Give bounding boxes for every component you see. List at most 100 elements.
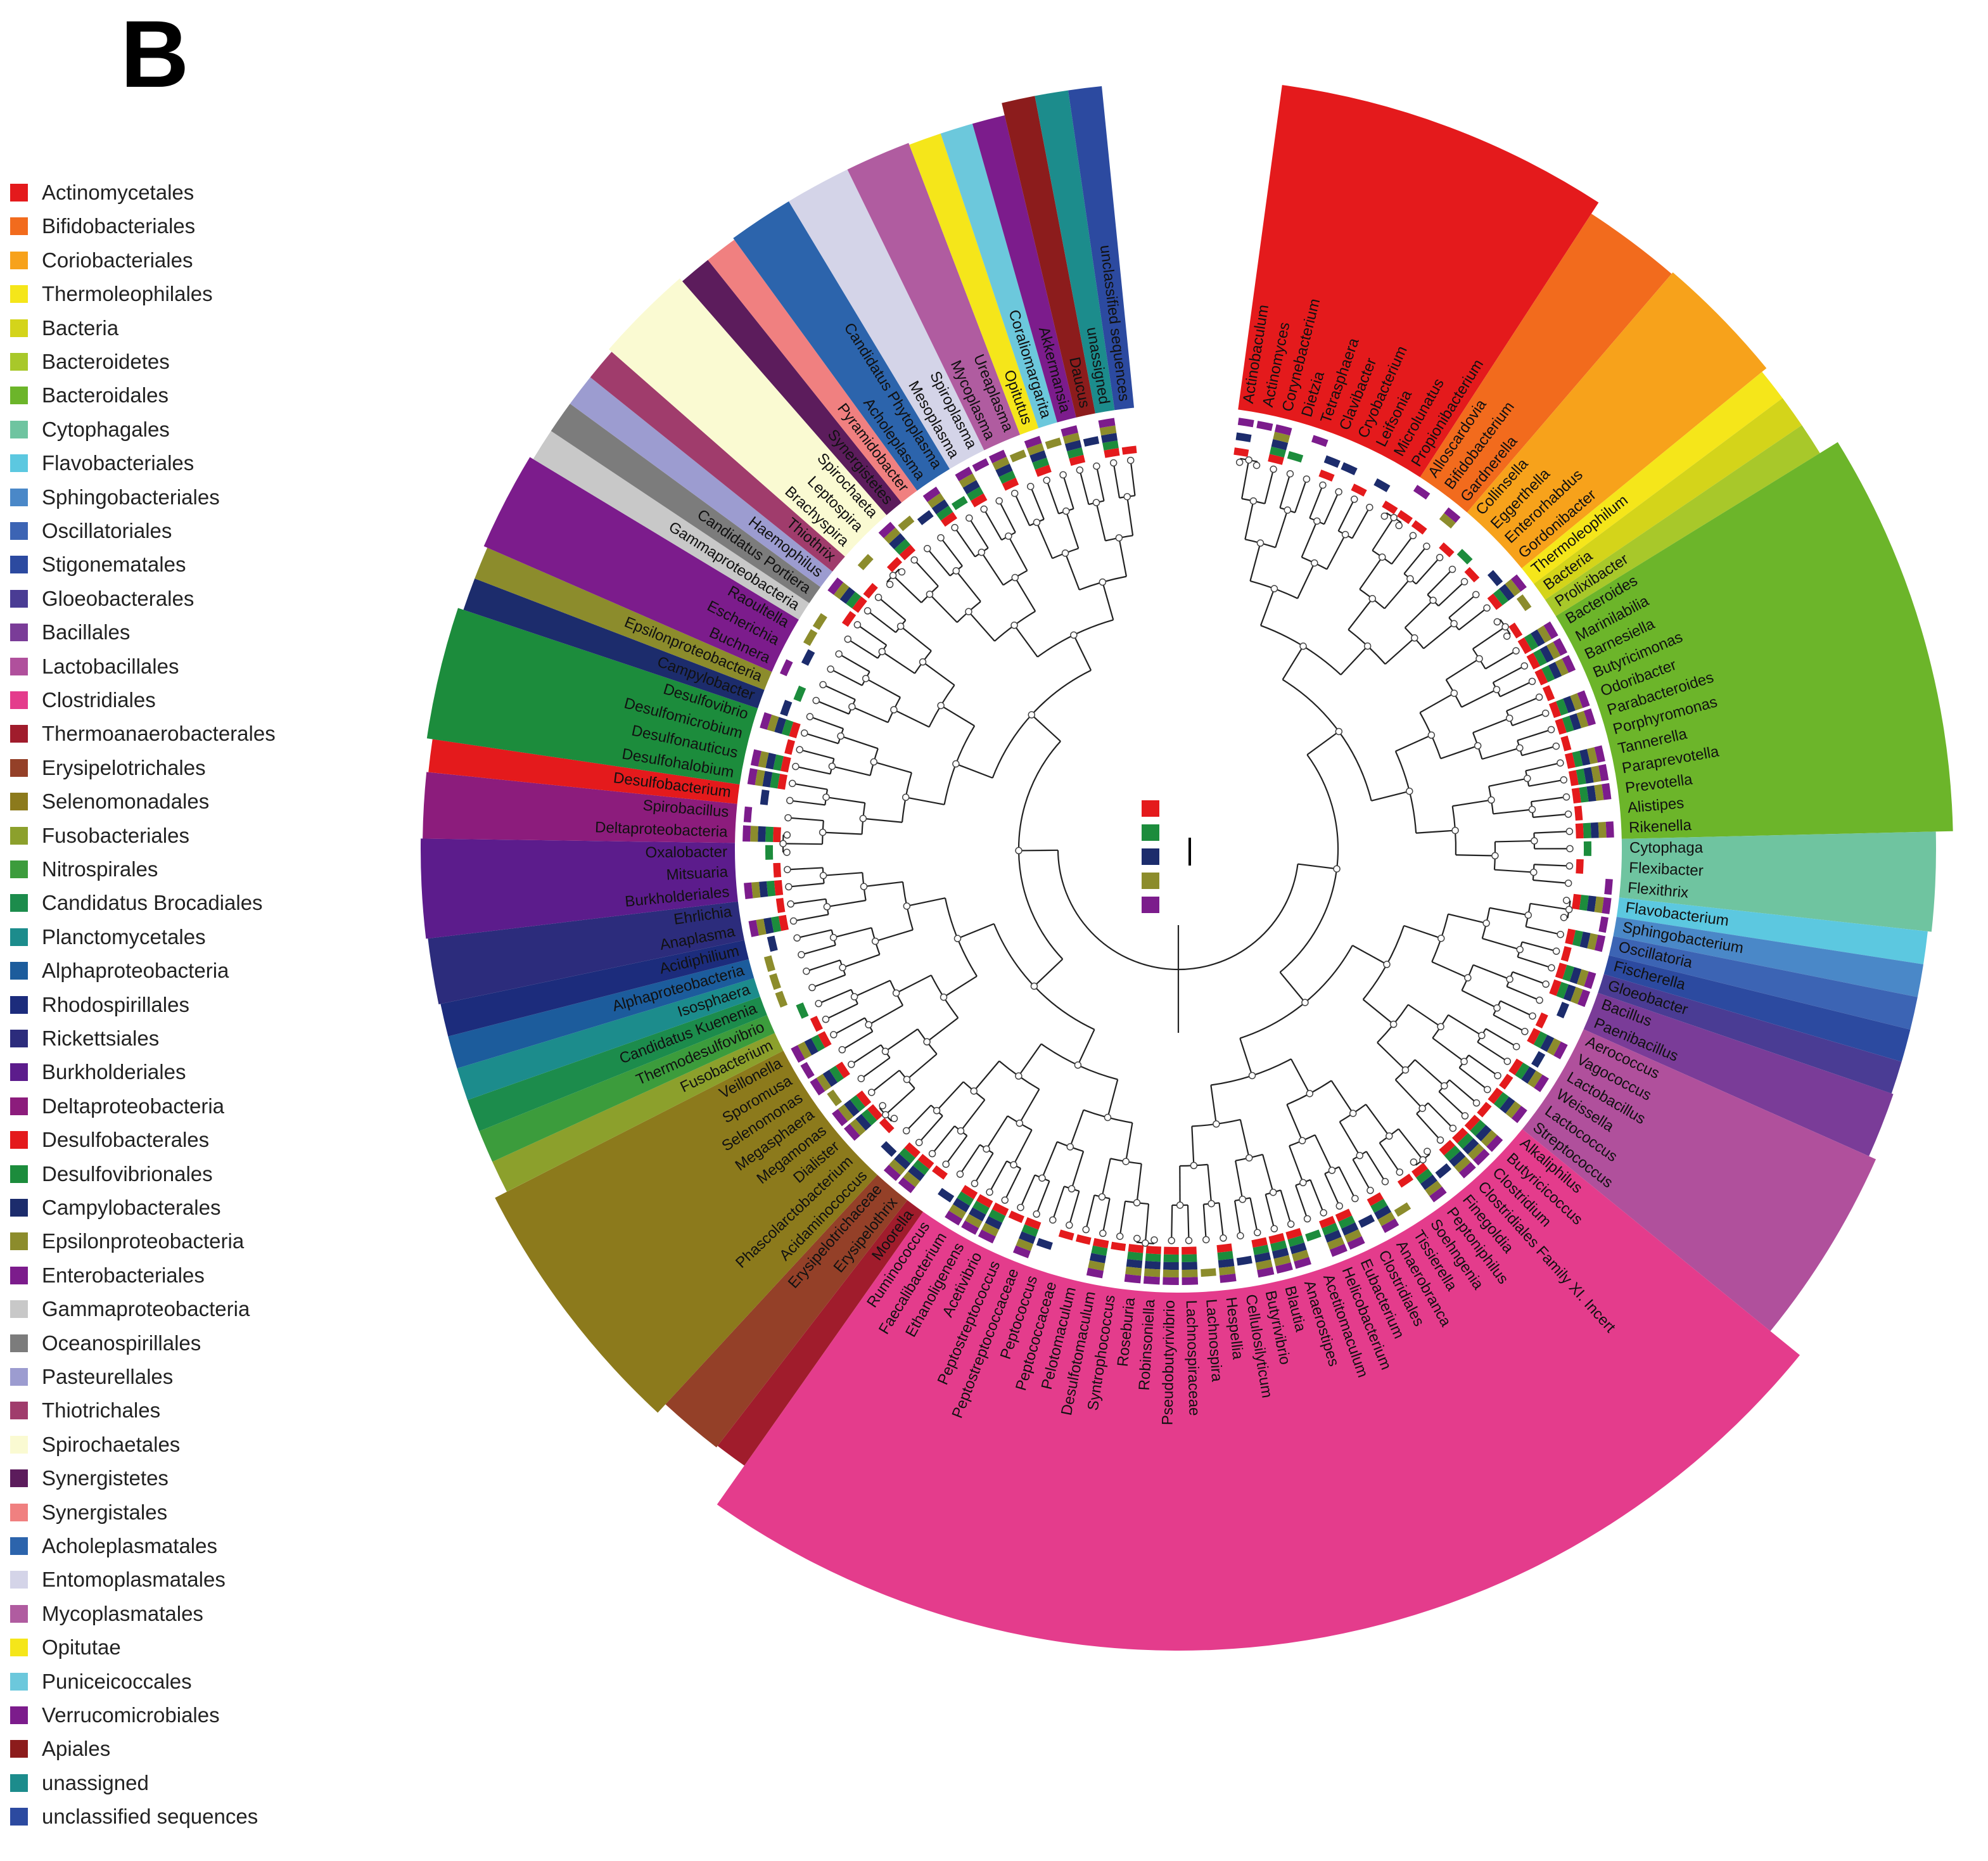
presence-cell [1255,1259,1273,1270]
node [868,1089,876,1096]
presence-cell [1534,668,1548,686]
branch [1494,869,1534,873]
node [1512,1042,1520,1051]
presence-cell [1562,715,1574,733]
node [1472,1099,1481,1107]
branch [986,1115,1009,1149]
order-band [1238,85,1599,478]
presence-cell [1236,1255,1253,1266]
presence-cell-outline [1560,726,1602,752]
node [1409,532,1417,540]
branch [1384,578,1411,610]
presence-cell [861,1109,877,1126]
presence-cell [1061,425,1078,437]
presence-cell [1163,1269,1179,1277]
ring-key-swatch [1142,848,1159,865]
presence-cell [1562,964,1574,982]
branch [1338,1167,1356,1199]
presence-cell [1341,1222,1359,1236]
legend-swatch [10,556,28,574]
presence-cell [1577,989,1591,1007]
node [1419,1156,1427,1164]
legend-item: Desulfovibrionales [10,1161,213,1187]
node [1528,677,1536,686]
node [1349,1110,1357,1117]
presence-cell-outline [805,608,847,643]
node [839,964,846,971]
presence-cell [1098,418,1116,428]
branch [1326,534,1346,570]
branch [1294,478,1308,513]
branch [1337,499,1355,532]
presence-cell [770,916,782,933]
legend-label: Clostridiales [42,688,156,712]
branch [1071,1151,1085,1189]
branch [1512,712,1546,727]
node [1185,1237,1193,1244]
presence-cell [1396,509,1413,525]
legend-swatch [10,522,28,540]
node [1245,456,1252,464]
node [865,1021,872,1028]
legend-item: Lactobacillales [10,654,179,679]
presence-cell-outline [782,1014,824,1047]
presence-cell-outline [1541,672,1584,702]
presence-cell [760,789,770,806]
presence-cell [1370,1198,1388,1213]
legend-label: Rhodospirillales [42,992,189,1016]
presence-cell [1449,1151,1466,1167]
presence-cell [1569,967,1582,984]
presence-cell [1411,520,1428,535]
branch [1448,594,1477,618]
legend-swatch [10,1368,28,1386]
node [1245,1154,1253,1162]
branch [795,765,831,775]
presence-cell [1486,1135,1503,1152]
node [1406,787,1413,795]
branch [1532,879,1569,884]
order-band [789,169,984,470]
presence-cell [971,493,988,508]
presence-cell [765,752,777,770]
presence-cell [1508,622,1523,639]
legend-swatch [10,826,28,845]
presence-cell [1218,1258,1235,1268]
legend-item: unassigned [10,1770,149,1796]
branch [833,1017,865,1035]
node [783,831,791,839]
branch [893,709,930,728]
branch [974,1153,994,1184]
presence-cell [750,826,758,842]
legend-item: Nitrospirales [10,857,158,882]
order-band [1583,992,1894,1156]
presence-cell [912,1160,930,1175]
presence-cell [1340,462,1358,476]
presence-cell [1577,690,1590,708]
node [1491,852,1499,860]
node [1461,1112,1469,1120]
legend-item: Stigonematales [10,552,186,577]
presence-cell [835,1061,850,1078]
node [926,591,934,598]
node [1237,1232,1244,1239]
node [1067,1185,1076,1193]
presence-cell [751,881,761,899]
node [965,608,972,616]
presence-cell [971,457,990,472]
branch [1309,1179,1325,1213]
node [1524,774,1531,783]
presence-cell-outline [1560,945,1602,971]
presence-cell [1285,1228,1303,1240]
legend-swatch [10,758,28,777]
branch [792,783,828,790]
presence-cell-outline [1475,559,1515,597]
presence-cell [878,521,896,539]
branch [1500,681,1532,698]
branch [968,518,989,549]
legend-item: Clostridiales [10,687,156,713]
node [1560,914,1568,921]
order-band [1533,398,1802,600]
node [1335,488,1342,496]
branch [822,684,856,701]
presence-cell [1381,1218,1399,1233]
